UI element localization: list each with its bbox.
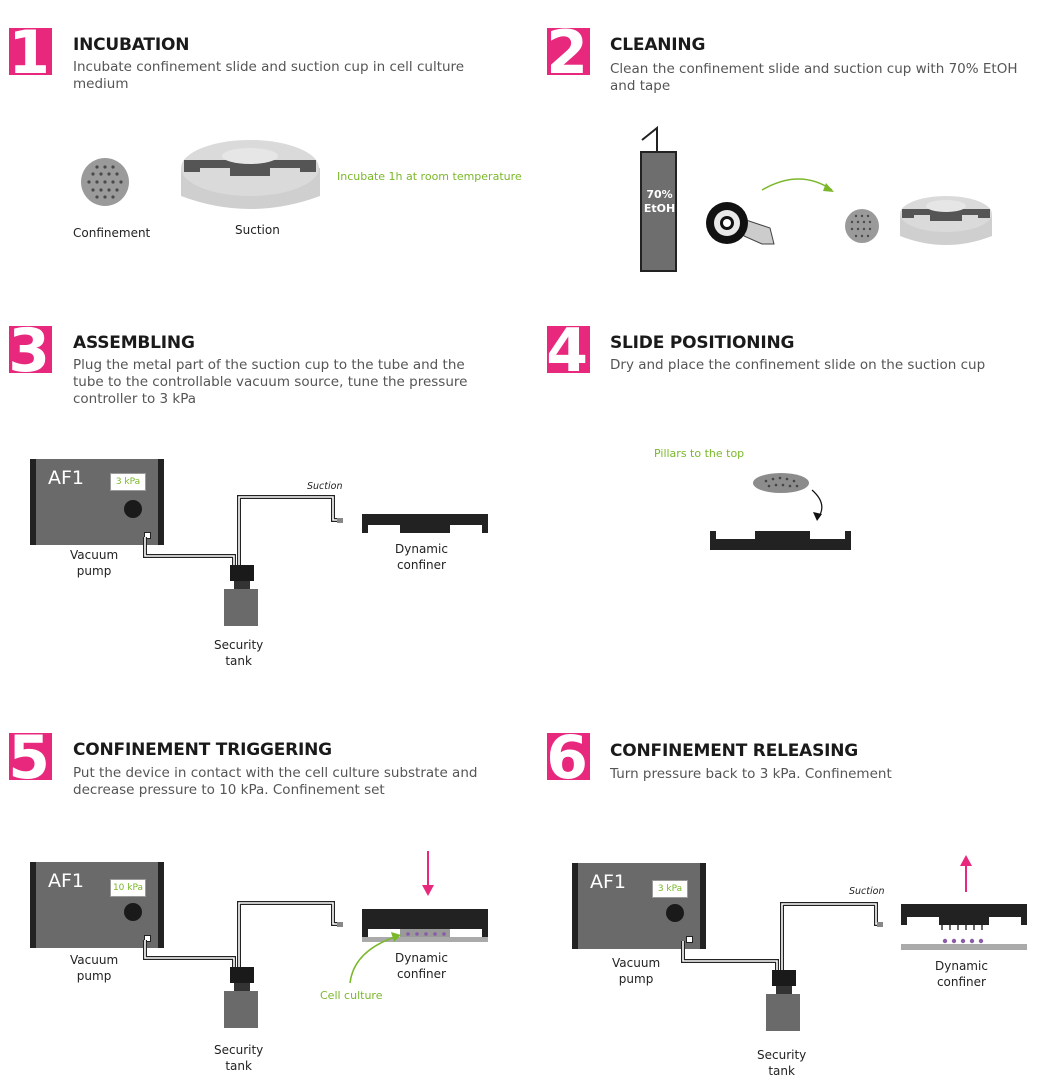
substrate-icon [901,944,1027,950]
ethanol-bottle-icon [640,125,677,272]
pump-label-line: Vacuum [612,956,661,970]
tube-label: Suction [307,481,343,492]
pump-port [686,936,693,943]
confiner-label-line: Dynamic [395,542,448,556]
pump-port [144,935,151,942]
tube-label: Suction [849,886,885,897]
dynamic-confiner-icon [337,909,488,942]
step-title: ASSEMBLING [73,333,195,353]
confiner-label: Dynamic confiner [395,950,448,982]
pump-name: AF1 [590,871,627,893]
step-title: CONFINEMENT TRIGGERING [73,740,332,760]
step-description: Dry and place the confinement slide on t… [610,357,986,373]
security-tank-icon [224,967,258,1028]
security-tank-icon [224,565,258,626]
tape-roll-icon [706,202,775,245]
cell-culture-label: Cell culture [320,989,383,1002]
tank-label: Security tank [214,637,263,669]
confinement-label: Confinement [73,226,151,240]
step-number-badge: 3 [9,326,52,373]
confinement-slide-icon [845,209,879,243]
step-number-badge: 2 [547,28,590,75]
pressure-knob[interactable] [124,500,142,518]
pump-label-line: pump [76,969,112,983]
tank-label-line: tank [768,1064,795,1078]
pump-label: Vacuum pump [612,955,660,987]
security-tank-icon [766,970,800,1031]
tank-label-line: Security [214,1043,264,1057]
cell-culture-pointer-icon [349,935,399,984]
tank-label-line: tank [225,654,252,668]
step-description: Put the device in contact with the cell … [73,765,478,798]
step-description: Plug the metal part of the suction cup t… [73,357,468,407]
dynamic-confiner-icon [710,531,851,550]
pump-port [144,532,151,539]
dynamic-confiner-icon [877,904,1027,930]
pump-name: AF1 [48,467,85,489]
confiner-label-line: confiner [396,967,446,981]
bottle-label: 70% EtOH [641,188,678,216]
confiner-label-line: confiner [936,975,986,989]
pillars-note: Pillars to the top [654,447,745,460]
step-title: CONFINEMENT RELEASING [610,741,859,761]
pressure-display: 3 kPa [110,473,146,491]
step-title: SLIDE POSITIONING [610,333,795,353]
pump-label-line: Vacuum [70,953,119,967]
pump-label-line: pump [76,564,112,578]
confiner-label: Dynamic confiner [935,958,988,990]
vacuum-pump[interactable]: AF1 3 kPa [30,459,164,545]
confiner-label-line: confiner [396,558,446,572]
confiner-label-line: Dynamic [935,959,988,973]
step-description: Clean the confinement slide and suction … [610,61,1018,94]
dynamic-confiner-icon [337,514,488,533]
vacuum-pump[interactable]: AF1 10 kPa [30,862,164,948]
vacuum-pump[interactable]: AF1 3 kPa [572,863,706,949]
confiner-label-line: Dynamic [395,951,448,965]
step-number-badge: 4 [547,326,590,373]
step-number-badge: 6 [547,733,590,780]
bottle-label-line: 70% [646,188,673,201]
tank-label: Security tank [214,1042,263,1074]
tank-label: Security tank [757,1047,806,1079]
step-description: Incubate confinement slide and suction c… [73,59,465,92]
pressure-knob[interactable] [666,904,684,922]
tank-label-line: Security [214,638,264,652]
incubation-note: Incubate 1h at room temperature [337,170,522,183]
suction-cup-icon [900,196,992,245]
step-title: INCUBATION [73,35,190,55]
cells-icon [942,938,984,944]
step-title: CLEANING [610,35,706,55]
pressure-display: 10 kPa [110,879,146,897]
pump-label: Vacuum pump [70,952,118,984]
confinement-slide-icon [753,473,809,493]
step-number-badge: 1 [9,28,52,75]
pump-label-line: Vacuum [70,548,119,562]
pump-name: AF1 [48,870,85,892]
suction-label: Suction [235,223,280,237]
step-number-badge: 5 [9,733,52,780]
confiner-label: Dynamic confiner [395,541,448,573]
pump-label-line: pump [618,972,654,986]
tank-label-line: tank [225,1059,252,1073]
step-description: Turn pressure back to 3 kPa. Confinement [610,766,892,782]
tank-label-line: Security [757,1048,807,1062]
pump-label: Vacuum pump [70,547,118,579]
pressure-display: 3 kPa [652,880,688,898]
suction-cup-icon [181,140,320,209]
pressure-knob[interactable] [124,903,142,921]
bottle-label-line: EtOH [643,202,676,215]
